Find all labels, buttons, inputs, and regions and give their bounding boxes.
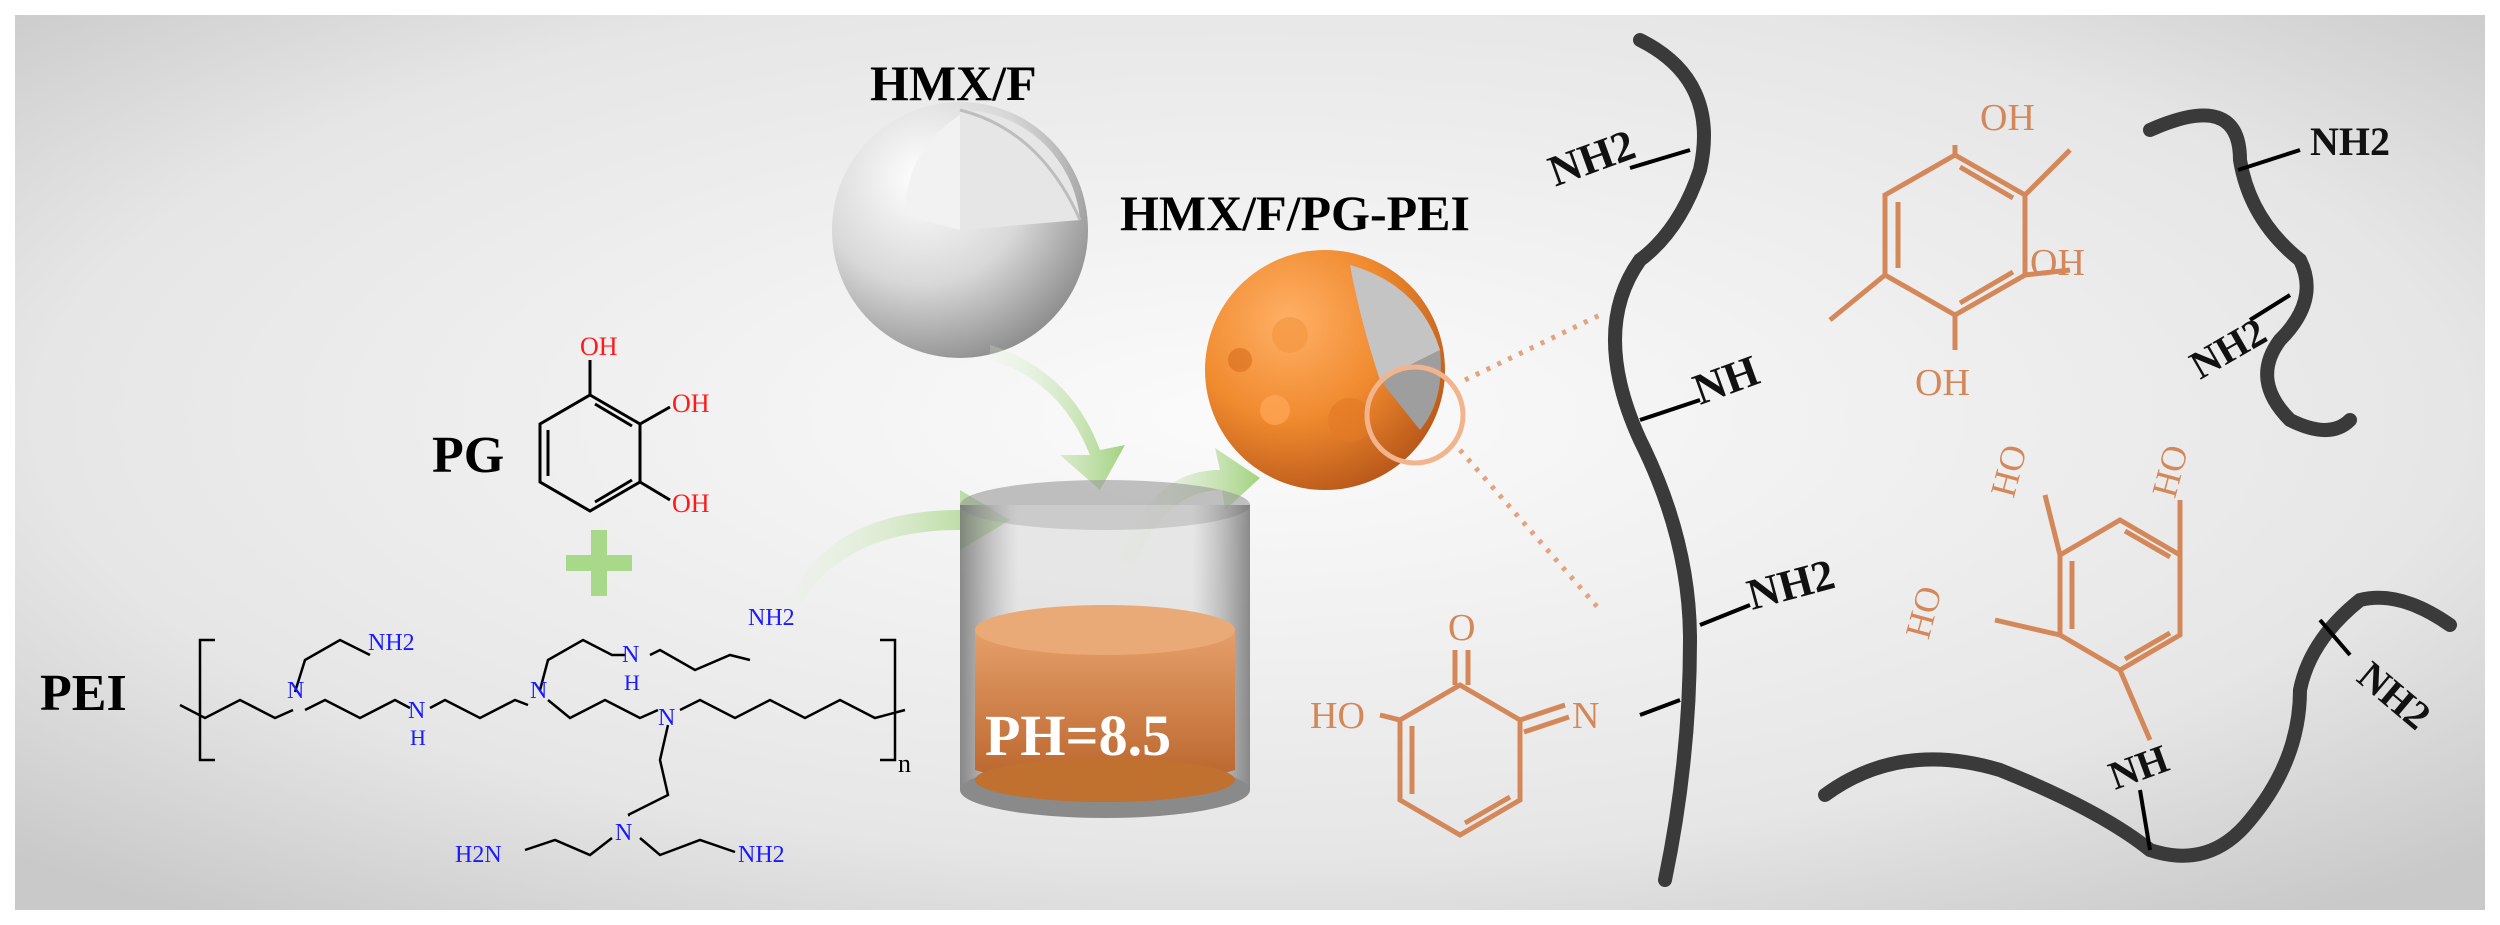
pei-nh2-c: NH2	[738, 842, 785, 868]
pei-nh-b: N	[622, 642, 639, 668]
pei-h2n: H2N	[455, 842, 502, 868]
pei-nh-b-h: H	[624, 670, 640, 695]
pei-molecule	[179, 638, 906, 857]
pyrogallol-bottom-ring	[1994, 494, 2183, 741]
polymer-backbone-top-right	[2143, 108, 2357, 437]
rp-oh-top-3: OH	[1915, 362, 1970, 404]
rp-oh-top-1: OH	[1980, 97, 2035, 139]
rp-quinone-o: O	[1448, 607, 1475, 649]
hmx-f-sphere	[832, 102, 1088, 358]
rp-nh2-top-right: NH2	[2310, 119, 2390, 164]
pg-oh-2: OH	[672, 389, 710, 418]
pei-label: PEI	[40, 665, 127, 722]
polymer-backbone-bottom	[1818, 590, 2457, 863]
pei-subscript-n: n	[898, 749, 911, 778]
rp-oh-top-2: OH	[2030, 242, 2085, 284]
arrow-beaker-to-sphere	[1120, 448, 1260, 565]
hmx-f-label: HMX/F	[870, 55, 1037, 111]
pei-nh-a: N	[408, 698, 425, 724]
pg-oh-3: OH	[672, 489, 710, 518]
hmx-f-pg-pei-sphere	[1205, 250, 1445, 490]
pg-molecule	[538, 360, 671, 513]
ph-label: PH=8.5	[985, 703, 1171, 768]
pg-label: PG	[432, 427, 504, 484]
zoom-circle	[1364, 364, 1466, 466]
pei-n-b: N	[530, 678, 547, 704]
quinone-imine-ring	[1379, 650, 1570, 838]
pei-n-c: N	[658, 705, 675, 731]
zoom-line-top	[1463, 312, 1602, 383]
pei-nh2-a: NH2	[368, 630, 415, 656]
backbone-stubs	[1629, 148, 2352, 851]
arrow-pei-to-beaker	[790, 490, 1010, 605]
rp-quinone-ho: HO	[1310, 695, 1365, 737]
pg-oh-1: OH	[580, 332, 618, 361]
pei-n-a: N	[287, 678, 304, 704]
polymer-backbone-left	[1608, 33, 1711, 887]
beaker	[960, 480, 1250, 818]
pei-nh-a-h: H	[410, 725, 426, 750]
arrow-sphere-to-beaker	[990, 345, 1125, 490]
plus-sign	[566, 530, 632, 596]
hmx-f-pg-pei-label: HMX/F/PG-PEI	[1120, 185, 1470, 241]
pei-n-d: N	[615, 820, 632, 846]
pyrogallol-top-ring	[1828, 145, 2072, 350]
rp-quinone-n: N	[1572, 695, 1599, 737]
pei-nh2-b: NH2	[748, 605, 795, 631]
